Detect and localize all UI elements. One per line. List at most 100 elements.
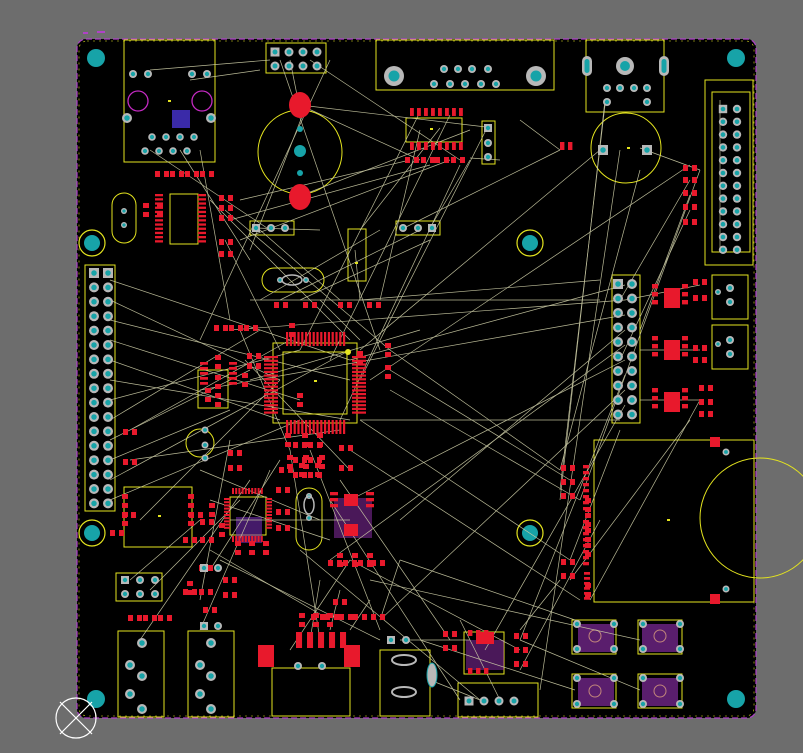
idc-header-pin[interactable] bbox=[732, 207, 742, 216]
smd-capacitor[interactable] bbox=[302, 433, 308, 447]
main-header-pin[interactable] bbox=[103, 282, 113, 293]
button-pin[interactable] bbox=[676, 700, 684, 708]
rca-pin[interactable] bbox=[206, 704, 216, 714]
mcu-pin-left[interactable] bbox=[264, 385, 278, 388]
usb-b-shield-left[interactable] bbox=[258, 645, 274, 667]
smd-resistor[interactable] bbox=[561, 573, 575, 579]
smd-resistor[interactable] bbox=[247, 363, 261, 369]
sot-bottom-bottom[interactable] bbox=[468, 668, 489, 674]
crystal-left-pin[interactable] bbox=[121, 208, 127, 214]
dc-jack-side[interactable] bbox=[659, 56, 669, 76]
jumper-bl-pin[interactable] bbox=[136, 576, 144, 584]
idc-header-pin[interactable] bbox=[718, 181, 728, 190]
top-header-pin[interactable] bbox=[270, 47, 280, 57]
mcu-pin-bottom[interactable] bbox=[312, 420, 315, 434]
lcd-left-pins-c[interactable] bbox=[584, 572, 590, 600]
mcu-body[interactable] bbox=[282, 349, 351, 415]
right-header-pin[interactable] bbox=[613, 409, 623, 420]
smd-resistor[interactable] bbox=[421, 157, 435, 163]
usb-shield-pin[interactable] bbox=[129, 70, 137, 78]
mcu-pin-left[interactable] bbox=[264, 359, 278, 362]
smd-resistor[interactable] bbox=[219, 251, 233, 257]
button-pin[interactable] bbox=[610, 645, 618, 653]
smd-capacitor[interactable] bbox=[215, 393, 221, 407]
relay-pins-2b[interactable] bbox=[682, 336, 688, 357]
rca-pin[interactable] bbox=[206, 671, 216, 681]
smd-resistor[interactable] bbox=[155, 171, 169, 177]
smd-capacitor[interactable] bbox=[205, 388, 211, 402]
jumper-h1-pin[interactable] bbox=[252, 224, 260, 232]
main-header-pin[interactable] bbox=[103, 325, 113, 336]
smd-resistor[interactable] bbox=[200, 537, 214, 543]
smd-resistor[interactable] bbox=[693, 345, 707, 351]
mcu-pin-left[interactable] bbox=[264, 404, 278, 407]
usb-signal-pin[interactable] bbox=[162, 133, 170, 141]
sot-near-battery[interactable] bbox=[560, 142, 573, 150]
smd-resistor[interactable] bbox=[339, 614, 353, 620]
top-header-pin[interactable] bbox=[312, 47, 322, 57]
soic-pins-top[interactable] bbox=[410, 108, 463, 116]
terminal-pin[interactable] bbox=[726, 284, 734, 292]
smd-resistor[interactable] bbox=[683, 165, 697, 171]
crystal-lower-slot[interactable] bbox=[303, 495, 315, 515]
relay-pins-3[interactable] bbox=[652, 388, 658, 409]
jumper-small-pin[interactable] bbox=[214, 622, 222, 630]
main-header-pin[interactable] bbox=[103, 368, 113, 379]
mcu-pin-top[interactable] bbox=[286, 332, 289, 346]
mcu-pin-right[interactable] bbox=[352, 389, 366, 392]
smd-capacitor[interactable] bbox=[209, 503, 215, 517]
idc-header-pin[interactable] bbox=[718, 220, 728, 229]
main-header-pin[interactable] bbox=[103, 455, 113, 466]
smd-capacitor[interactable] bbox=[315, 463, 321, 477]
buzzer-pad-bottom[interactable] bbox=[289, 184, 311, 210]
main-header-pin[interactable] bbox=[103, 340, 113, 350]
idc-header-pin[interactable] bbox=[732, 181, 742, 190]
right-header-pin[interactable] bbox=[627, 366, 637, 376]
usb-signal-pin[interactable] bbox=[169, 147, 177, 155]
main-header-pin[interactable] bbox=[89, 412, 99, 422]
main-header-pin[interactable] bbox=[89, 383, 99, 394]
usb-b-pin[interactable] bbox=[318, 662, 326, 670]
smd-capacitor[interactable] bbox=[143, 203, 149, 217]
mcu-pin-bottom[interactable] bbox=[339, 420, 342, 434]
top-header-pin[interactable] bbox=[270, 61, 280, 71]
smd-resistor[interactable] bbox=[123, 429, 137, 435]
smd-resistor[interactable] bbox=[203, 607, 217, 613]
terminal-aux-pin[interactable] bbox=[715, 289, 721, 295]
button-pin[interactable] bbox=[676, 645, 684, 653]
crystal-left-pin[interactable] bbox=[121, 222, 127, 228]
button-pin[interactable] bbox=[639, 620, 647, 628]
db9-pin[interactable] bbox=[477, 80, 485, 88]
smd-resistor[interactable] bbox=[693, 357, 707, 363]
usb-shield-pin[interactable] bbox=[203, 70, 211, 78]
smd-resistor[interactable] bbox=[158, 615, 172, 621]
mcu-pin-left[interactable] bbox=[264, 407, 278, 410]
idc-header-pin[interactable] bbox=[718, 168, 728, 178]
main-header-pin[interactable] bbox=[89, 354, 99, 365]
lcd-pad-top[interactable] bbox=[710, 437, 720, 447]
mcu-pin-top[interactable] bbox=[312, 332, 315, 346]
smd-resistor[interactable] bbox=[303, 302, 317, 308]
dc-jack-pin[interactable] bbox=[630, 84, 638, 92]
db9-pin[interactable] bbox=[454, 65, 462, 73]
mcu-pin-bottom[interactable] bbox=[327, 420, 330, 434]
right-header-pin[interactable] bbox=[613, 366, 623, 376]
mounting-hole-tl[interactable] bbox=[87, 49, 105, 67]
mcu-pin-top[interactable] bbox=[327, 332, 330, 346]
smd-capacitor[interactable] bbox=[317, 433, 323, 447]
dc-jack-center[interactable] bbox=[616, 57, 634, 75]
relay-pins-2[interactable] bbox=[652, 336, 658, 357]
jumper-h1-pin[interactable] bbox=[267, 224, 275, 232]
smd-resistor[interactable] bbox=[699, 399, 713, 405]
smd-capacitor[interactable] bbox=[385, 343, 391, 357]
bottom-header-pin[interactable] bbox=[464, 696, 474, 706]
smd-resistor[interactable] bbox=[338, 302, 352, 308]
mcu-pin-right[interactable] bbox=[352, 367, 366, 370]
smd-resistor[interactable] bbox=[223, 577, 237, 583]
large-pads[interactable] bbox=[258, 92, 720, 698]
idc-header-pin[interactable] bbox=[732, 156, 742, 165]
mcu-pin-top[interactable] bbox=[297, 332, 300, 346]
button-pin[interactable] bbox=[639, 674, 647, 682]
mcu-pin-right[interactable] bbox=[352, 385, 366, 388]
smd-resistor[interactable] bbox=[110, 530, 124, 536]
